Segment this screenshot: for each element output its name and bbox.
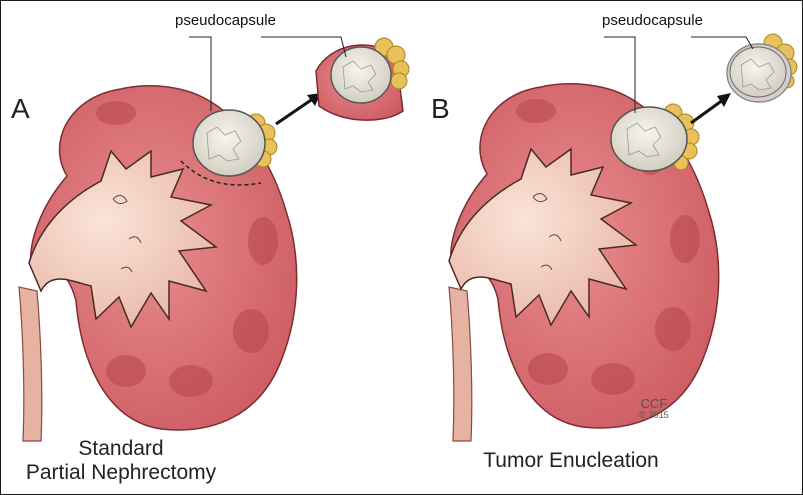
- panel-a-kidney: [19, 37, 409, 441]
- ureter-a: [19, 287, 42, 441]
- tumor-in-situ-b: [611, 104, 699, 171]
- panel-b-kidney: [449, 34, 797, 441]
- panel-a-caption-line2: Partial Nephrectomy: [1, 461, 241, 485]
- credit-line1: CCF: [629, 397, 679, 410]
- ureter-b: [449, 287, 472, 441]
- panel-a-letter: A: [11, 93, 30, 125]
- panel-b-caption: Tumor Enucleation: [441, 449, 701, 473]
- arrow-head-b: [717, 93, 731, 107]
- excised-specimen-b: [727, 34, 797, 102]
- panel-b-pseudocapsule-label: pseudocapsule: [602, 12, 703, 29]
- credit-line2: © 2015: [629, 410, 679, 420]
- panel-a-pseudocapsule-label: pseudocapsule: [175, 12, 276, 29]
- tumor-in-situ-a: [193, 110, 277, 176]
- panel-a-caption: Standard Partial Nephrectomy: [1, 437, 241, 485]
- copyright-credit: CCF © 2015: [629, 397, 679, 420]
- panel-b-letter: B: [431, 93, 450, 125]
- panel-a-caption-line1: Standard: [1, 437, 241, 461]
- excised-specimen-a: [316, 38, 409, 120]
